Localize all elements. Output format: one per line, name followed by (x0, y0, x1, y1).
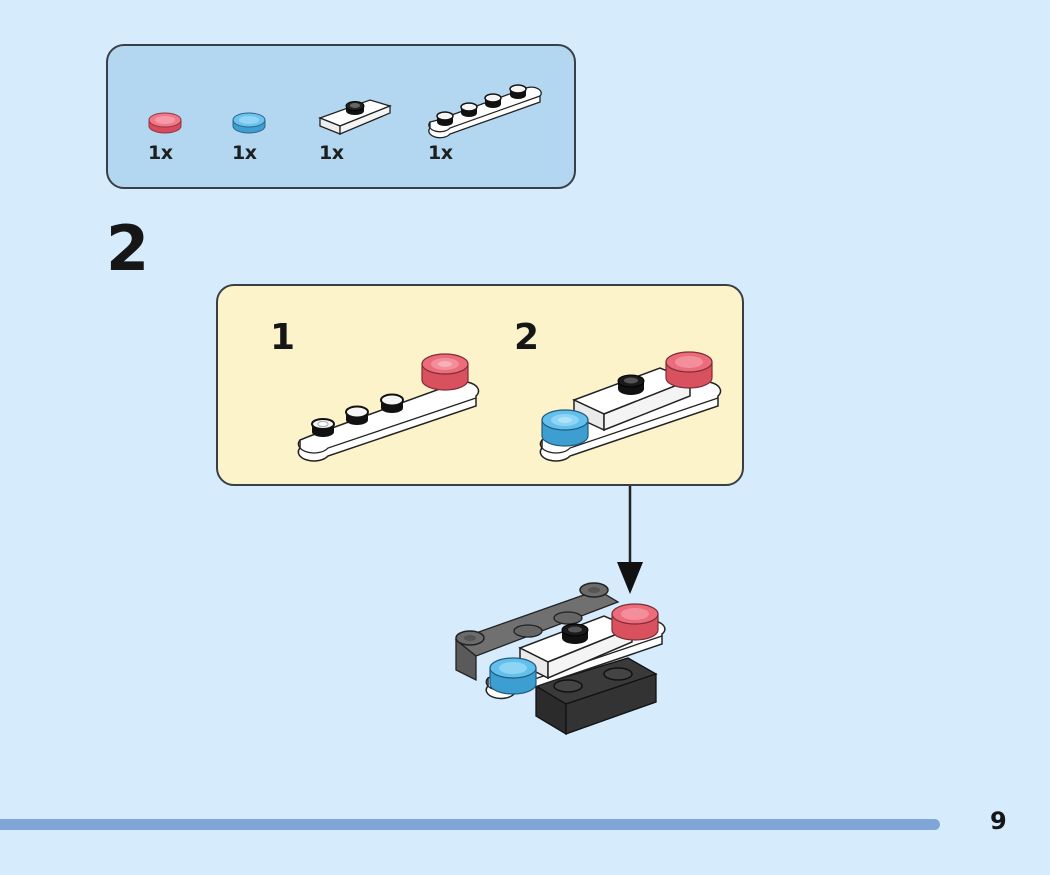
red-round-tile-icon (611, 603, 659, 641)
black-base-plate-icon (534, 657, 658, 736)
sub-assembly-box: 1 2 (216, 284, 744, 486)
part-quantity: 1x (148, 142, 173, 164)
jumper-plate-icon (318, 99, 392, 135)
red-round-tile-icon (148, 112, 182, 134)
jumper-plate-icon (518, 615, 634, 680)
final-model-illustration (454, 582, 666, 736)
red-round-tile-icon (421, 353, 469, 391)
blue-round-tile-icon (232, 112, 266, 134)
part-quantity: 1x (319, 142, 344, 164)
sub-step-number: 2 (514, 317, 540, 358)
part-quantity: 1x (428, 142, 453, 164)
gray-plate-icon (454, 582, 620, 682)
parts-list-box: 1x 1x 1x (106, 44, 576, 189)
blue-round-tile-icon (489, 657, 537, 695)
part-quantity: 1x (232, 142, 257, 164)
sub-step-1-illustration (297, 353, 480, 462)
sub-step-2-illustration (539, 351, 722, 462)
down-arrow-icon (617, 486, 643, 594)
step-number: 2 (106, 212, 150, 285)
footer-progress-bar (0, 819, 940, 830)
sub-step-number: 1 (270, 317, 296, 358)
jumper-plate-icon (572, 367, 693, 432)
red-round-tile-icon (665, 351, 713, 389)
blue-round-tile-icon (541, 409, 589, 447)
rounded-plate-1x4-icon (428, 84, 542, 139)
stud-icon (311, 393, 404, 437)
page-number: 9 (990, 807, 1007, 835)
